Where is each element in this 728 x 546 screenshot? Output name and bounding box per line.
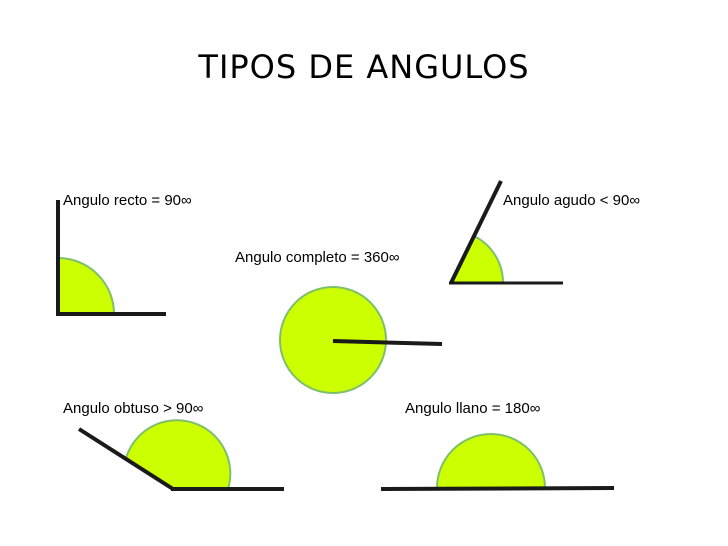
straight-angle-ray	[380, 486, 615, 491]
label-straight-angle: Angulo llano = 180∞	[405, 400, 541, 417]
straight-angle-figure	[380, 433, 615, 491]
right-angle-arc	[57, 256, 116, 315]
right-angle-figure	[56, 200, 166, 316]
obtuse-angle-inclined-ray	[77, 427, 175, 491]
acute-angle-inclined-ray	[449, 180, 503, 284]
acute-angle-figure	[449, 180, 563, 285]
full-angle-ray	[332, 339, 443, 346]
label-obtuse-angle: Angulo obtuso > 90∞	[63, 400, 204, 417]
obtuse-angle-arc	[124, 419, 232, 490]
acute-angle-arc	[449, 234, 505, 284]
label-full-angle: Angulo completo = 360∞	[235, 249, 400, 266]
label-acute-angle: Angulo agudo < 90∞	[503, 192, 641, 209]
full-angle-figure	[279, 286, 443, 394]
obtuse-angle-figure	[77, 419, 284, 491]
page-title: TIPOS DE ANGULOS	[198, 48, 530, 86]
straight-angle-arc	[435, 433, 547, 489]
full-angle-circle	[279, 286, 387, 394]
label-right-angle: Angulo recto = 90∞	[63, 192, 192, 209]
